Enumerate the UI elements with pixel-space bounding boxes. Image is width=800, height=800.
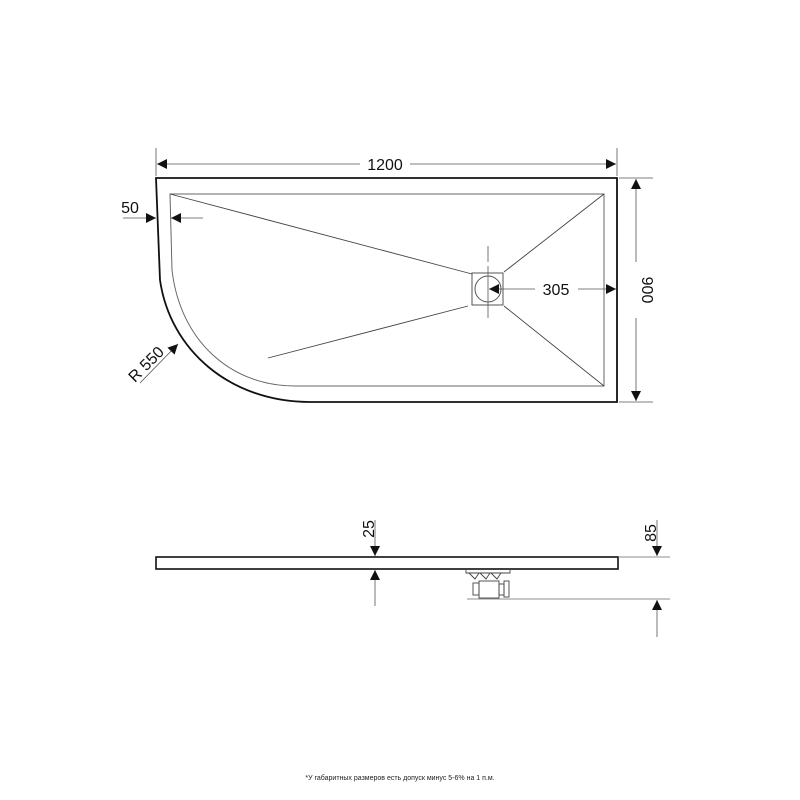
slope-lines bbox=[169, 193, 605, 387]
dimension-radius: R 550 bbox=[126, 344, 179, 386]
dimension-thickness: 25 bbox=[361, 520, 380, 606]
dimension-width: 900 bbox=[619, 177, 655, 403]
total-height-label: 85 bbox=[643, 524, 660, 542]
dimension-drain-offset: 305 bbox=[489, 282, 616, 299]
length-label: 1200 bbox=[367, 157, 403, 174]
rim-label: 50 bbox=[121, 200, 139, 217]
tray-inner-outline bbox=[169, 193, 605, 387]
side-view: 25 85 bbox=[155, 520, 670, 637]
plan-view: 1200 900 50 305 R 550 bbox=[121, 148, 655, 403]
radius-label: R 550 bbox=[126, 344, 168, 386]
drain-offset-label: 305 bbox=[543, 282, 570, 299]
tolerance-footnote: *У габаритных размеров есть допуск минус… bbox=[305, 775, 495, 782]
tray-side-profile bbox=[155, 556, 619, 570]
dimension-total-height: 85 bbox=[643, 520, 662, 637]
width-label: 900 bbox=[638, 277, 655, 304]
dimension-length: 1200 bbox=[155, 148, 618, 176]
dimension-rim: 50 bbox=[121, 200, 203, 223]
drain-icon bbox=[471, 246, 504, 318]
thickness-label: 25 bbox=[361, 520, 378, 538]
siphon-icon bbox=[465, 569, 511, 599]
tray-outer-outline bbox=[155, 177, 618, 403]
